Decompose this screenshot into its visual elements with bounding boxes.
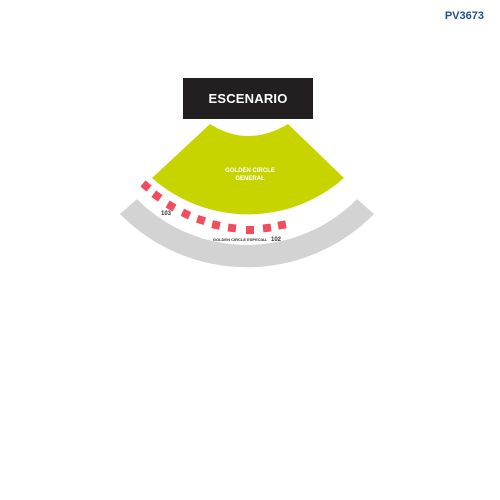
golden-circle-general-label-1: GOLDEN CIRCLE [225,168,275,174]
seat-box[interactable] [211,220,221,230]
outer-ring-section[interactable] [120,199,374,268]
event-code: PV3673 [444,10,484,22]
stage-escenario: ESCENARIO [183,78,313,119]
golden-circle-especial-section[interactable] [137,183,357,245]
seat-box[interactable] [140,180,152,192]
seat-boxes [140,180,287,234]
golden-circle-general-label-2: GENERAL [235,176,265,182]
seat-box[interactable] [151,190,163,202]
seat-box[interactable] [246,226,254,234]
box-label-103: 103 [161,211,172,217]
stage-label: ESCENARIO [208,91,288,106]
seat-box[interactable] [262,223,272,233]
seat-box[interactable] [165,200,177,212]
seat-box[interactable] [227,223,237,233]
golden-circle-especial-label: GOLDEN CIRCLE ESPECIAL [213,237,268,242]
seat-box[interactable] [180,208,192,220]
box-label-102: 102 [271,237,282,243]
golden-circle-general-section[interactable] [152,124,344,215]
seat-box[interactable] [277,220,287,230]
seat-box[interactable] [195,214,207,226]
